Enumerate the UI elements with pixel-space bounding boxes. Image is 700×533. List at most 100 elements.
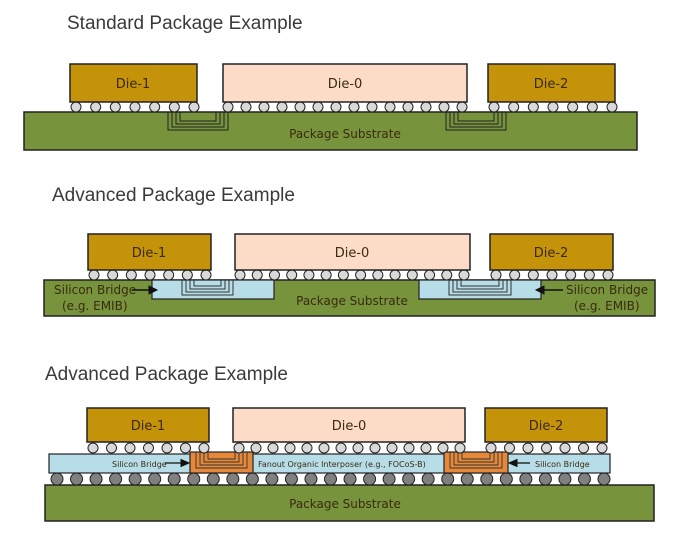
- bump: [284, 472, 298, 486]
- bump: [499, 472, 513, 486]
- bump: [258, 101, 270, 113]
- die-2: [489, 233, 614, 271]
- bump: [109, 472, 123, 486]
- package-substrate: [44, 484, 655, 522]
- bump: [355, 269, 367, 281]
- bridge-label-right: Silicon Bridge: [535, 460, 590, 469]
- bump: [438, 101, 450, 113]
- bridge-label-left: Silicon Bridge: [112, 460, 167, 469]
- bump: [577, 472, 591, 486]
- section-2-title: Advanced Package Example: [52, 185, 295, 206]
- bump: [161, 442, 173, 454]
- bump: [124, 442, 136, 454]
- bump: [251, 269, 263, 281]
- bump: [508, 101, 520, 113]
- bump: [250, 442, 262, 454]
- bridge-traces: [181, 280, 512, 296]
- bump: [352, 442, 364, 454]
- bump: [382, 472, 396, 486]
- bump: [583, 269, 595, 281]
- advanced-package-emib: Die-1 Die-0 Die-2 Package Substrate Sili…: [43, 233, 656, 317]
- bump: [441, 472, 455, 486]
- die-1-label: Die-1: [131, 419, 166, 434]
- bump: [206, 472, 220, 486]
- bump: [222, 101, 234, 113]
- die-0-label: Die-0: [335, 246, 370, 261]
- bump: [546, 269, 558, 281]
- package-substrate: [43, 279, 656, 317]
- package-substrate: [23, 111, 638, 151]
- bump: [597, 472, 611, 486]
- bump: [149, 101, 161, 113]
- bump: [181, 269, 193, 281]
- bump: [267, 442, 279, 454]
- bump: [490, 269, 502, 281]
- bump: [386, 442, 398, 454]
- bump: [187, 472, 201, 486]
- c4-bumps: [50, 472, 611, 486]
- advanced-package-focos: Die-1 Die-0 Die-2 Package Substrate Sili…: [44, 407, 655, 522]
- bump: [527, 269, 539, 281]
- substrate-label: Package Substrate: [289, 497, 401, 511]
- bump: [578, 442, 589, 454]
- bump: [200, 269, 212, 281]
- arrow-icon: [132, 285, 563, 295]
- bump: [167, 472, 181, 486]
- die-0: [232, 407, 466, 443]
- bump: [70, 472, 84, 486]
- bump: [125, 269, 137, 281]
- standard-package: Die-1 Die-0 Die-2 Package Substrate: [23, 63, 638, 151]
- bridge-label-right-1: Silicon Bridge: [566, 283, 648, 297]
- bridge-label-left-1: Silicon Bridge: [54, 283, 136, 297]
- bump: [163, 269, 175, 281]
- bump: [363, 472, 377, 486]
- copper-bridge-left: [189, 451, 254, 474]
- bump: [420, 101, 432, 113]
- copper-traces: [195, 452, 503, 469]
- bump: [318, 442, 330, 454]
- bump: [198, 442, 210, 454]
- bump: [148, 472, 162, 486]
- bump: [265, 472, 279, 486]
- micro-bumps: [87, 442, 608, 454]
- bump: [558, 472, 572, 486]
- substrate-label: Package Substrate: [289, 127, 401, 141]
- bump: [420, 442, 432, 454]
- bump: [268, 269, 280, 281]
- die-1: [86, 407, 210, 443]
- bump: [454, 442, 466, 454]
- bump: [596, 442, 608, 454]
- bump: [421, 472, 435, 486]
- die-2: [487, 63, 616, 103]
- bump: [485, 442, 497, 454]
- bump: [541, 442, 552, 454]
- bump: [527, 101, 539, 113]
- substrate-bridge-traces: [167, 112, 507, 131]
- die-1-label: Die-1: [132, 246, 167, 261]
- bump: [180, 442, 191, 454]
- bump: [330, 101, 342, 113]
- bump: [424, 269, 436, 281]
- bridge-label-right-2: (e.g. EMIB): [574, 299, 640, 313]
- bump: [402, 472, 416, 486]
- bump: [509, 269, 521, 281]
- bump: [602, 269, 614, 281]
- bump: [480, 472, 494, 486]
- bump: [303, 269, 315, 281]
- bump: [106, 442, 117, 454]
- bump: [586, 101, 598, 113]
- bump: [538, 472, 552, 486]
- bump: [234, 269, 246, 281]
- bump: [144, 269, 156, 281]
- bump: [276, 101, 288, 113]
- bump: [504, 442, 515, 454]
- bump: [129, 101, 141, 113]
- die-2-label: Die-2: [529, 419, 564, 434]
- bump: [304, 472, 318, 486]
- bump: [226, 472, 240, 486]
- bump: [188, 101, 200, 113]
- bump: [606, 101, 618, 113]
- bump: [233, 442, 245, 454]
- bump: [348, 101, 360, 113]
